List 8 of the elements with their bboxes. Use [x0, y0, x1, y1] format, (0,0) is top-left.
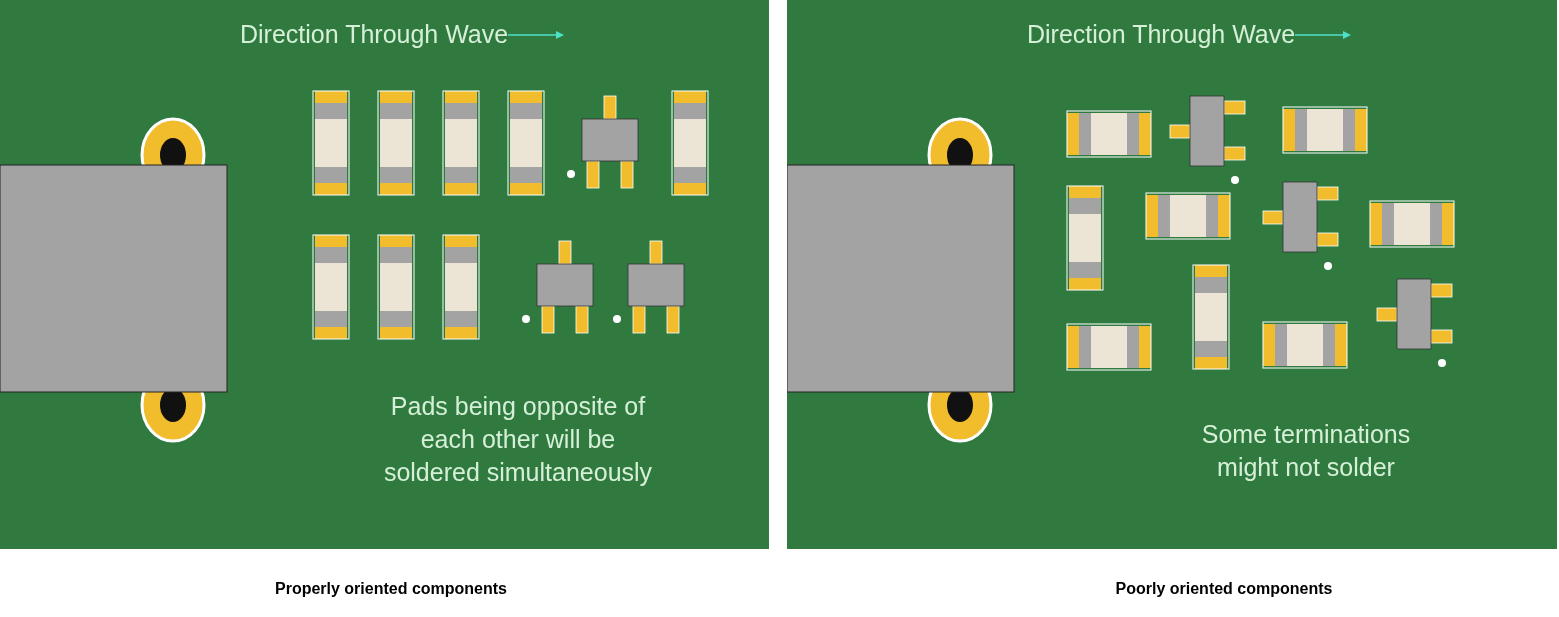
circuit-board-panel: [0, 0, 769, 549]
note-text: Some terminations might not solder: [1200, 419, 1412, 483]
note-text: Pads being opposite of each other will be soldered simultaneously: [382, 391, 654, 488]
circuit-board-panel: [787, 0, 1557, 549]
caption: Poorly oriented components: [1115, 579, 1333, 599]
caption: Properly oriented components: [275, 579, 507, 599]
direction-title: Direction Through Wave: [1027, 19, 1296, 50]
direction-title: Direction Through Wave: [240, 19, 509, 50]
